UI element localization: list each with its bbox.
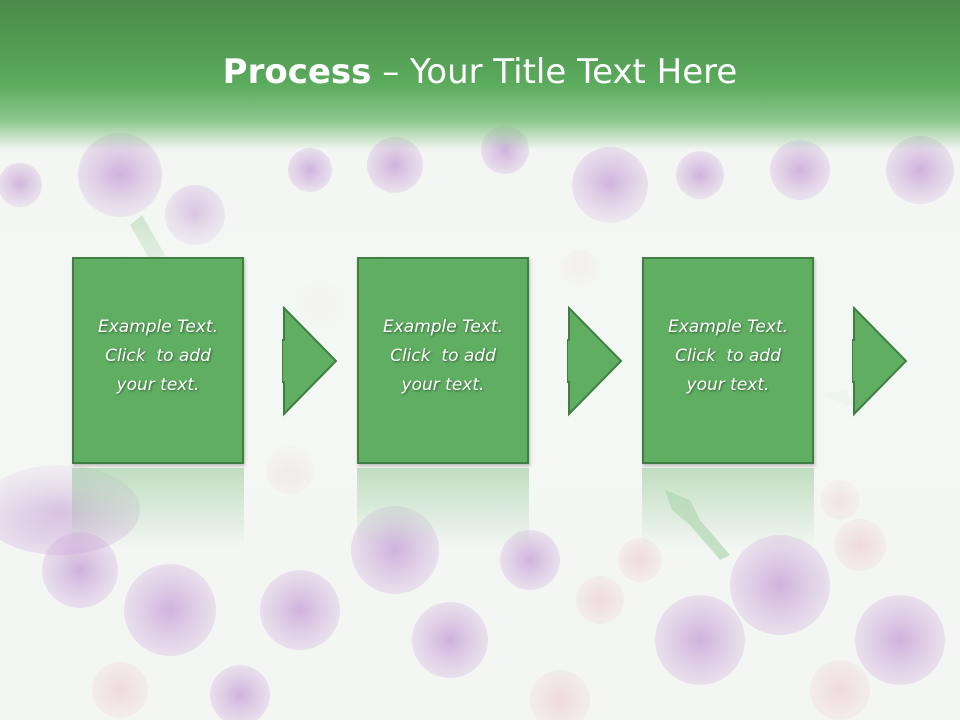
step-3-line-1: Example Text. bbox=[667, 317, 789, 337]
title-rest: Your Title Text Here bbox=[410, 52, 738, 92]
step-3-text[interactable]: Example Text. Click to add your text. bbox=[644, 313, 812, 400]
arrow-right-icon bbox=[567, 306, 623, 417]
step-2-line-1: Example Text. bbox=[382, 317, 504, 337]
step-3-line-3: your text. bbox=[686, 375, 770, 395]
process-step-1[interactable]: Example Text. Click to add your text. bbox=[72, 257, 244, 464]
arrow-right-icon bbox=[282, 306, 338, 417]
slide-title[interactable]: Process – Your Title Text Here bbox=[0, 52, 960, 92]
step-2-line-2: Click to add bbox=[390, 346, 496, 366]
title-dash: – bbox=[371, 52, 411, 92]
step-1-line-2: Click to add bbox=[105, 346, 211, 366]
title-bar: Process – Your Title Text Here bbox=[0, 0, 960, 150]
arrow-right-icon bbox=[852, 306, 908, 417]
process-step-2[interactable]: Example Text. Click to add your text. bbox=[357, 257, 529, 464]
step-2-text[interactable]: Example Text. Click to add your text. bbox=[359, 313, 527, 400]
step-1-text[interactable]: Example Text. Click to add your text. bbox=[74, 313, 242, 400]
step-3-reflection bbox=[642, 468, 814, 548]
step-2-reflection bbox=[357, 468, 529, 548]
process-step-3[interactable]: Example Text. Click to add your text. bbox=[642, 257, 814, 464]
step-1-reflection bbox=[72, 468, 244, 548]
step-3-line-2: Click to add bbox=[675, 346, 781, 366]
step-1-line-3: your text. bbox=[116, 375, 200, 395]
step-2-line-3: your text. bbox=[401, 375, 485, 395]
step-1-line-1: Example Text. bbox=[97, 317, 219, 337]
title-bold: Process bbox=[222, 52, 372, 92]
